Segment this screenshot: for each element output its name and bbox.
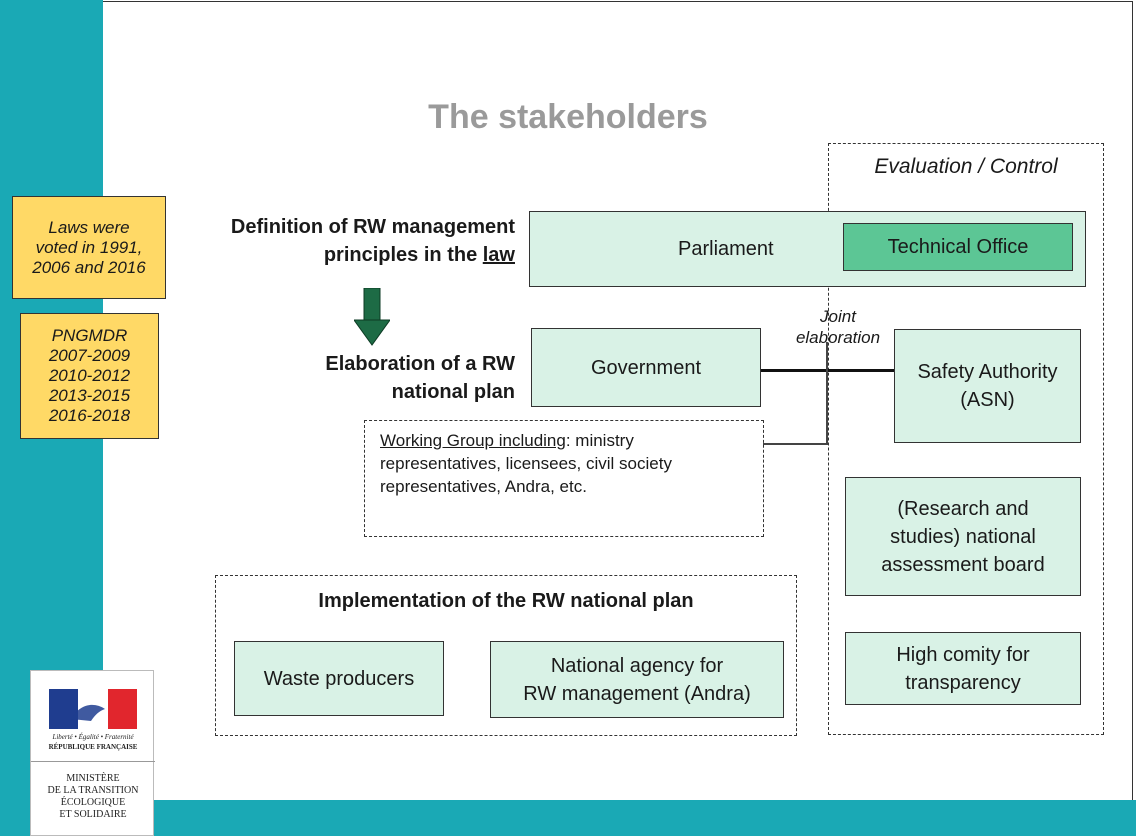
- pngmdr-note: PNGMDR 2007-2009 2010-2012 2013-2015 201…: [20, 313, 159, 439]
- elaboration-line1: Elaboration of a RW: [325, 353, 515, 375]
- andra-line1: National agency for: [550, 654, 724, 677]
- pngmdr-line: 2007-2009: [48, 346, 131, 365]
- working-group-box: Working Group including: ministry repres…: [364, 420, 764, 537]
- ministry-line: ET SOLIDAIRE: [59, 809, 127, 820]
- laws-note-line: 2006 and 2016: [32, 257, 146, 277]
- ministry-logo-block: Liberté • Égalité • Fraternité RÉPUBLIQU…: [30, 670, 155, 836]
- government-box: Government: [531, 328, 761, 407]
- definition-label: Definition of RW management principles i…: [160, 213, 515, 269]
- law-underlined: law: [482, 244, 515, 266]
- working-group-underlined: Working Group including: [380, 431, 566, 450]
- government-label: Government: [590, 356, 702, 379]
- pngmdr-line: PNGMDR: [51, 326, 128, 345]
- waste-producers-box: Waste producers: [234, 641, 444, 716]
- definition-label-line1: Definition of RW management: [230, 216, 515, 238]
- marianne-logo-icon: [49, 689, 137, 729]
- andra-box: National agency for RW management (Andra…: [490, 641, 784, 718]
- parliament-label: Parliament: [678, 238, 774, 260]
- elaboration-line2: national plan: [391, 381, 515, 403]
- laws-note: Laws were voted in 1991, 2006 and 2016: [12, 196, 166, 299]
- andra-line2: RW management (Andra): [523, 682, 751, 705]
- ministry-line: MINISTÈRE: [66, 773, 120, 784]
- technical-office-label: Technical Office: [887, 236, 1029, 258]
- ministry-name: MINISTÈRE DE LA TRANSITION ÉCOLOGIQUE ET…: [31, 773, 155, 821]
- elaboration-label: Elaboration of a RW national plan: [240, 350, 515, 406]
- safety-line1: Safety Authority: [917, 361, 1058, 383]
- waste-producers-label: Waste producers: [263, 667, 415, 690]
- working-group-line3: representatives, Andra, etc.: [380, 477, 587, 496]
- working-group-connector: [763, 443, 828, 445]
- implementation-region: [215, 575, 797, 736]
- high-comity-line1: High comity for: [896, 643, 1030, 666]
- high-comity-box: High comity for transparency: [845, 632, 1081, 705]
- working-group-line1: Working Group including: ministry: [380, 429, 763, 452]
- safety-line2: (ASN): [960, 389, 1015, 411]
- implementation-title: Implementation of the RW national plan: [318, 590, 694, 612]
- safety-authority-box: Safety Authority (ASN): [894, 329, 1081, 443]
- high-comity-line2: transparency: [905, 671, 1021, 694]
- evaluation-header: Evaluation / Control: [874, 155, 1058, 178]
- research-line3: assessment board: [881, 553, 1045, 576]
- research-line2: studies) national: [890, 525, 1036, 548]
- laws-note-line: voted in 1991,: [35, 237, 143, 257]
- pngmdr-line: 2013-2015: [48, 386, 131, 405]
- definition-prefix: principles in the: [323, 244, 483, 266]
- slide-title: The stakeholders: [428, 98, 708, 136]
- logo-republic: RÉPUBLIQUE FRANÇAISE: [48, 743, 138, 751]
- ministry-line: ÉCOLOGIQUE: [60, 797, 126, 808]
- research-board-box: (Research and studies) national assessme…: [845, 477, 1081, 596]
- technical-office-box: Technical Office: [843, 223, 1073, 271]
- definition-label-line2: principles in the law: [160, 241, 515, 269]
- logo-divider: [31, 761, 155, 762]
- working-group-rest1: : ministry: [565, 431, 634, 450]
- working-group-line2: representatives, licensees, civil societ…: [380, 454, 672, 473]
- laws-note-line: Laws were: [48, 217, 130, 237]
- joint-vertical-connector: [826, 342, 828, 444]
- joint-line2: elaboration: [795, 328, 881, 347]
- joint-elaboration-label: Joint elaboration: [790, 306, 886, 348]
- pngmdr-line: 2016-2018: [48, 406, 131, 425]
- research-line1: (Research and: [897, 497, 1029, 520]
- down-arrow-icon: [354, 288, 390, 346]
- ministry-line: DE LA TRANSITION: [47, 785, 139, 796]
- evaluation-control-region: [828, 143, 1104, 735]
- logo-motto: Liberté • Égalité • Fraternité: [52, 733, 134, 741]
- joint-line1: Joint: [820, 307, 856, 326]
- bottom-teal-bar: [103, 800, 1136, 836]
- pngmdr-line: 2010-2012: [48, 366, 131, 385]
